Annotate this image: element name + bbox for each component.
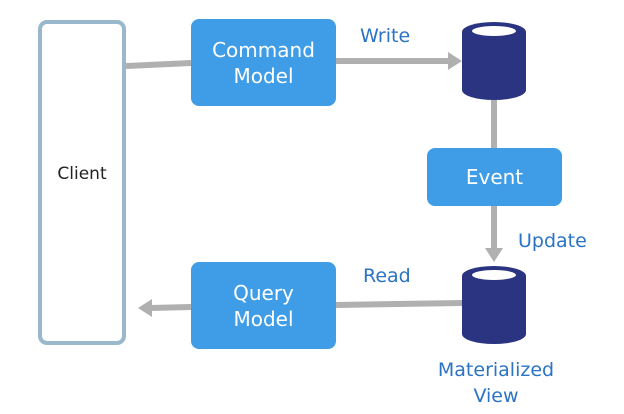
update-arrowhead bbox=[485, 248, 503, 262]
command-model-line2: Model bbox=[233, 63, 294, 88]
client-box bbox=[38, 20, 126, 345]
command-model-box: Command Model bbox=[191, 19, 336, 106]
event-label: Event bbox=[465, 165, 524, 189]
client-label: Client bbox=[57, 164, 107, 184]
event-store-database-icon bbox=[462, 22, 526, 100]
query-model-line1: Query bbox=[233, 280, 294, 305]
materialized-view-label: Materialized View bbox=[426, 357, 566, 409]
command-model-line1: Command bbox=[212, 37, 315, 62]
materialized-view-line1: Materialized bbox=[437, 359, 555, 381]
query-model-line2: Model bbox=[233, 306, 294, 331]
query-to-client-line bbox=[149, 304, 192, 311]
write-arrowhead bbox=[448, 52, 462, 70]
client-to-command-line bbox=[125, 60, 192, 69]
update-label: Update bbox=[518, 230, 587, 252]
materialized-view-database-icon bbox=[462, 266, 526, 344]
query-to-client-arrowhead bbox=[138, 299, 152, 317]
read-label: Read bbox=[363, 265, 411, 287]
event-box: Event bbox=[427, 148, 562, 206]
read-line bbox=[335, 300, 463, 308]
query-model-box: Query Model bbox=[191, 262, 336, 349]
write-label: Write bbox=[360, 25, 411, 47]
materialized-view-line2: View bbox=[473, 385, 519, 407]
